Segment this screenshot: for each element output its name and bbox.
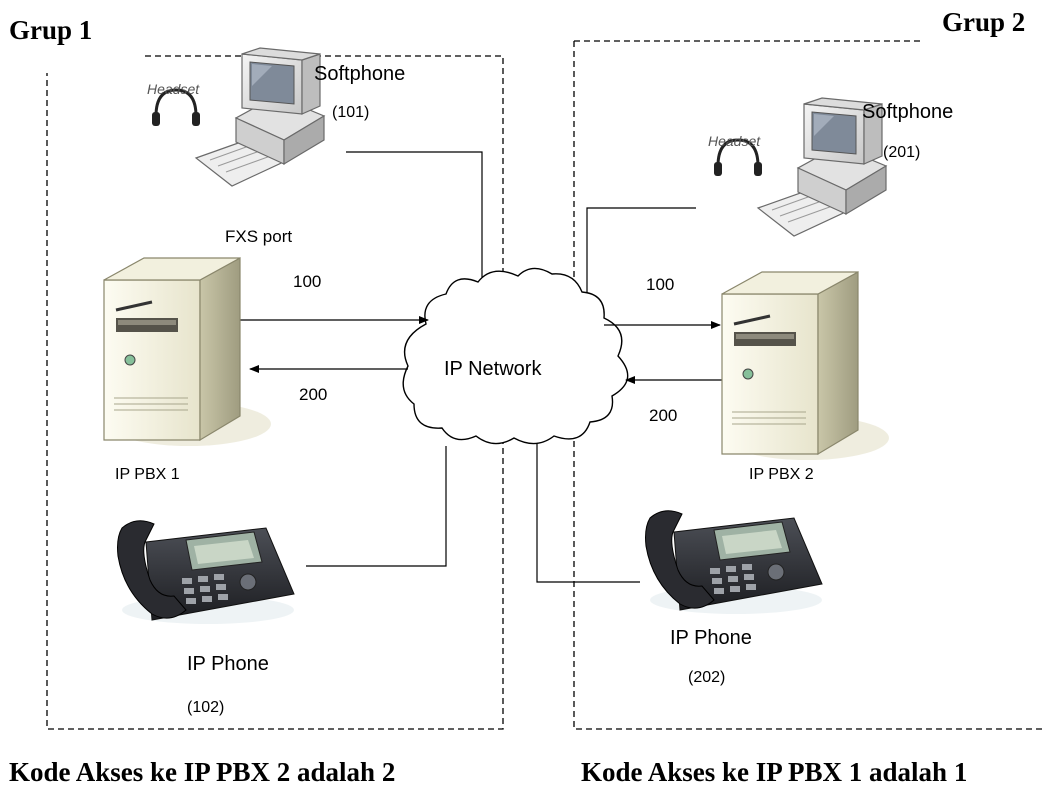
softphone-101: Headset Softphone (101) [147, 46, 405, 188]
softphone-ext-101: (101) [332, 104, 369, 121]
link-label-pbx2-in: 200 [649, 406, 677, 425]
group1-boundary [46, 55, 504, 730]
link-label-pbx2-out: 100 [646, 275, 674, 294]
softphone-201: Headset Softphone (201) [708, 96, 953, 238]
caption-right: Kode Akses ke IP PBX 1 adalah 1 [581, 757, 967, 787]
headset-label-201: Headset [708, 133, 761, 149]
link-label-pbx1-in: 200 [299, 385, 327, 404]
wire-ipphone-202 [536, 440, 640, 583]
ip-network-cloud [402, 267, 629, 445]
ip-phone-label-202: IP Phone [670, 627, 752, 649]
headset-label-101: Headset [147, 81, 200, 97]
ip-pbx-1-label: IP PBX 1 [115, 466, 180, 483]
group2-boundary [573, 40, 1044, 730]
wire-softphone-101 [346, 151, 483, 302]
ip-phone-ext-202: (202) [688, 669, 725, 686]
ip-phone-ext-102: (102) [187, 699, 224, 716]
link-label-pbx1-out: 100 [293, 272, 321, 291]
wire-softphone-201 [586, 207, 696, 305]
group2-title: Grup 2 [942, 7, 1025, 37]
softphone-label-201: Softphone [862, 101, 953, 123]
ip-phone-202: IP Phone (202) [645, 510, 823, 686]
ip-pbx-2-label: IP PBX 2 [749, 466, 814, 483]
softphone-ext-201: (201) [883, 144, 920, 161]
fxs-port-label: FXS port [225, 227, 292, 246]
wire-ipphone-102 [306, 446, 447, 567]
ip-pbx-2: IP PBX 2 [720, 270, 891, 483]
ip-phone-102: IP Phone (102) [117, 520, 295, 716]
softphone-label-101: Softphone [314, 63, 405, 85]
ip-network-label: IP Network [444, 358, 542, 380]
caption-left: Kode Akses ke IP PBX 2 adalah 2 [9, 757, 395, 787]
ip-phone-label-102: IP Phone [187, 653, 269, 675]
group1-title: Grup 1 [9, 15, 92, 45]
ip-pbx-1: IP PBX 1 [102, 256, 273, 483]
